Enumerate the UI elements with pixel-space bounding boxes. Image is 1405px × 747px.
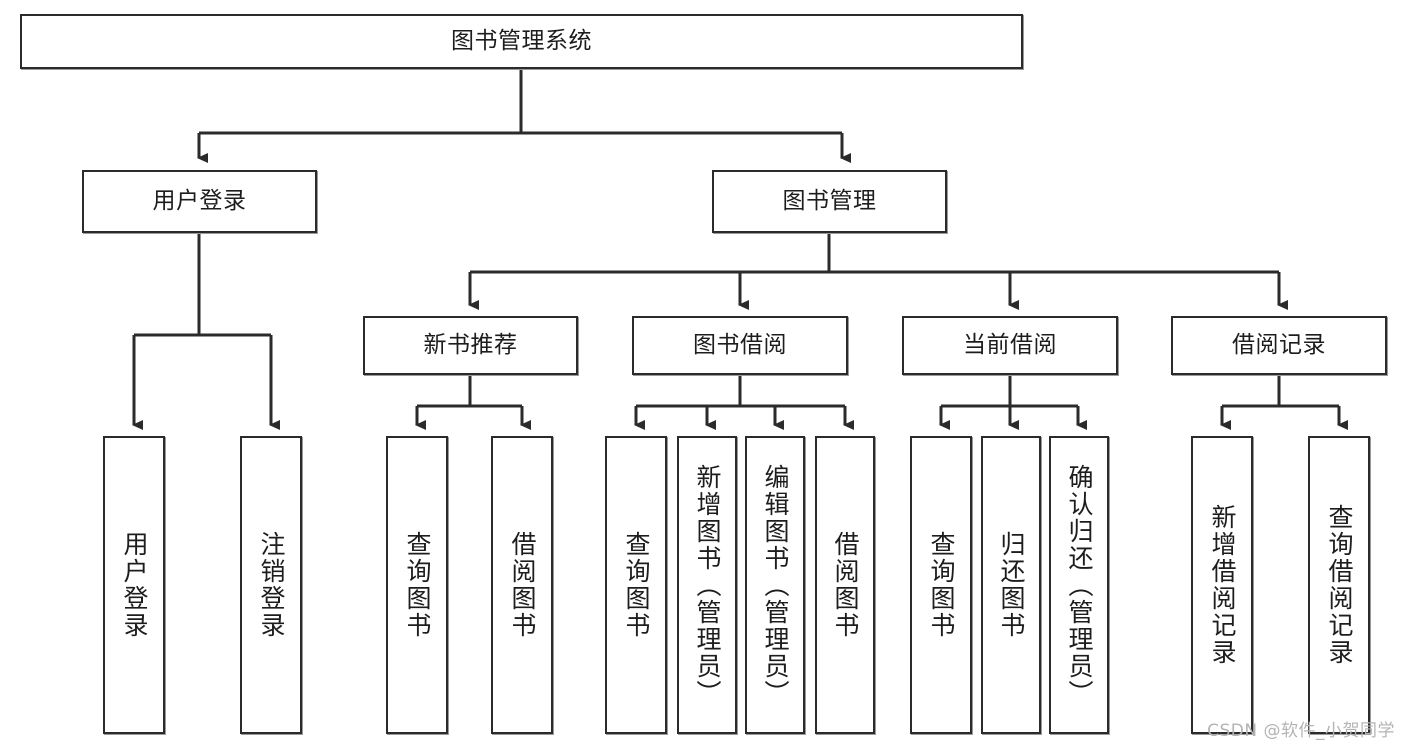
node-label: 图书管理系统	[451, 27, 592, 54]
node-label: 当前借阅	[963, 331, 1057, 358]
node-book-borrow[interactable]: 图书借阅	[632, 316, 848, 375]
node-label: 编辑图书（管理员）	[761, 463, 790, 707]
node-label: 新书推荐	[423, 331, 518, 358]
node-current-borrow[interactable]: 当前借阅	[902, 316, 1118, 375]
node-root-system[interactable]: 图书管理系统	[20, 14, 1023, 69]
node-label: 图书管理	[782, 187, 877, 214]
leaf-current-borrow-2[interactable]: 归还图书	[981, 436, 1041, 734]
node-user-login[interactable]: 用户登录	[82, 170, 317, 233]
node-label: 查询图书	[927, 531, 956, 639]
node-label: 归还图书	[997, 531, 1026, 639]
node-new-book-recommend[interactable]: 新书推荐	[363, 316, 578, 375]
watermark: CSDN @软件_小贺同学	[1207, 721, 1395, 741]
node-book-manage[interactable]: 图书管理	[712, 170, 947, 233]
leaf-book-borrow-4[interactable]: 借阅图书	[815, 436, 875, 734]
leaf-book-borrow-2[interactable]: 新增图书（管理员）	[677, 436, 737, 734]
leaf-borrow-record-2[interactable]: 查询借阅记录	[1308, 436, 1370, 734]
leaf-user-login-2[interactable]: 注销登录	[240, 436, 302, 734]
node-label: 用户登录	[152, 187, 247, 214]
node-label: 查询借阅记录	[1325, 504, 1354, 666]
node-label: 查询图书	[622, 531, 651, 639]
leaf-user-login-1[interactable]: 用户登录	[103, 436, 165, 734]
node-label: 借阅图书	[508, 531, 537, 639]
node-label: 查询图书	[403, 531, 432, 639]
leaf-current-borrow-3[interactable]: 确认归还（管理员）	[1049, 436, 1109, 734]
node-borrow-record[interactable]: 借阅记录	[1171, 316, 1387, 375]
leaf-borrow-record-1[interactable]: 新增借阅记录	[1191, 436, 1253, 734]
node-label: 借阅记录	[1232, 331, 1326, 358]
node-label: 借阅图书	[831, 531, 860, 639]
leaf-book-borrow-3[interactable]: 编辑图书（管理员）	[745, 436, 805, 734]
node-label: 新增借阅记录	[1208, 504, 1237, 666]
leaf-new-book-2[interactable]: 借阅图书	[491, 436, 553, 734]
leaf-current-borrow-1[interactable]: 查询图书	[910, 436, 972, 734]
node-label: 确认归还（管理员）	[1065, 463, 1094, 707]
leaf-new-book-1[interactable]: 查询图书	[386, 436, 448, 734]
node-label: 注销登录	[257, 531, 286, 639]
node-label: 图书借阅	[693, 331, 787, 358]
leaf-book-borrow-1[interactable]: 查询图书	[605, 436, 667, 734]
node-label: 新增图书（管理员）	[693, 463, 722, 707]
node-label: 用户登录	[120, 531, 149, 639]
